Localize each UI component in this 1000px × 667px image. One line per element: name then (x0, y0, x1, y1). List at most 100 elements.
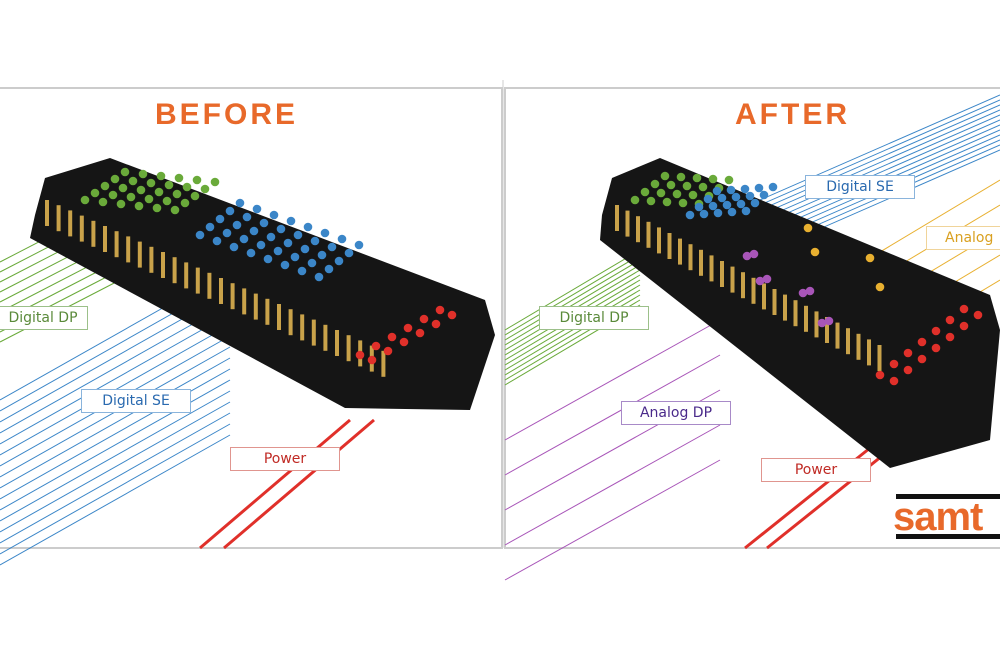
after-label-power: Power (761, 458, 871, 482)
before-pin (219, 278, 223, 304)
digital-dp-contact (656, 188, 666, 198)
digital-se-contact (256, 240, 266, 250)
after-connector (600, 158, 1000, 468)
digital-se-contact (726, 185, 736, 195)
digital-dp-contact (144, 194, 154, 204)
svg-text:samt: samt (893, 495, 983, 539)
before-pin (161, 252, 165, 278)
digital-se-contact (300, 244, 310, 254)
digital-dp-contact (210, 177, 220, 187)
digital-se-trace (0, 401, 231, 533)
digital-se-contact (768, 182, 778, 192)
analog-contact (810, 247, 820, 257)
digital-dp-contact (698, 182, 708, 192)
before-label-digital-dp: Digital DP (0, 306, 88, 330)
digital-se-contact (740, 184, 750, 194)
before-title: BEFORE (155, 98, 299, 131)
power-contact (903, 365, 913, 375)
digital-se-contact (266, 232, 276, 242)
analog-dp-trace (504, 424, 721, 546)
before-pin (114, 231, 119, 258)
digital-se-trace (0, 423, 231, 555)
digital-se-trace (0, 357, 231, 489)
digital-se-trace (759, 104, 1000, 211)
digital-se-trace (0, 379, 231, 511)
before-pin (91, 220, 96, 247)
after-panel-border (504, 87, 1000, 549)
after-label-analog: Analog (926, 226, 1000, 250)
digital-dp-contact (672, 189, 682, 199)
analog-dp-contact (817, 318, 827, 328)
digital-se-contact (307, 258, 317, 268)
digital-se-contact (712, 186, 722, 196)
digital-se-trace (0, 434, 231, 566)
digital-dp-contact (152, 203, 162, 213)
after-pin (772, 289, 777, 315)
after-pin (699, 249, 703, 276)
after-pin (730, 266, 735, 293)
digital-dp-contact (80, 195, 90, 205)
analog-contact (875, 282, 885, 292)
digital-se-contact (694, 202, 704, 212)
digital-dp-contact (154, 187, 164, 197)
digital-dp-contact (708, 174, 718, 184)
digital-se-contact (699, 209, 709, 219)
before-pin (311, 319, 316, 346)
digital-se-contact (727, 207, 737, 217)
before-pin (195, 267, 200, 294)
digital-dp-contact (640, 187, 650, 197)
digital-se-contact (246, 248, 256, 258)
digital-se-contact (215, 214, 225, 224)
before-pin (288, 309, 293, 336)
after-pin (751, 277, 756, 304)
power-contact (917, 337, 927, 347)
digital-dp-contact (688, 190, 698, 200)
digital-dp-contact (650, 179, 660, 189)
after-pin (667, 233, 672, 259)
digital-se-contact (759, 190, 769, 200)
power-contact (415, 328, 425, 338)
digital-se-contact (225, 206, 235, 216)
after-pin (615, 205, 619, 231)
power-contact (387, 332, 397, 342)
before-pin (149, 246, 154, 273)
after-pin (741, 272, 745, 299)
digital-dp-contact (98, 197, 108, 207)
analog-dp-trace (504, 459, 721, 581)
after-pin (636, 216, 640, 243)
digital-se-trace (0, 390, 231, 522)
digital-se-contact (259, 218, 269, 228)
digital-se-contact (741, 206, 751, 216)
after-pin (678, 238, 682, 265)
before-pin (300, 314, 305, 341)
digital-se-contact (344, 248, 354, 258)
power-contact (435, 305, 445, 315)
digital-se-contact (297, 266, 307, 276)
digital-dp-contact (162, 196, 172, 206)
power-trace (223, 418, 375, 550)
power-contact (431, 319, 441, 329)
digital-se-contact (195, 230, 205, 240)
after-pin (709, 255, 714, 282)
digital-se-contact (263, 254, 273, 264)
after-pin (720, 261, 724, 287)
digital-se-contact (269, 210, 279, 220)
analog-dp-contact (805, 286, 815, 296)
power-trace (744, 438, 881, 550)
digital-dp-contact (156, 171, 166, 181)
power-contact (931, 343, 941, 353)
digital-dp-contact (200, 184, 210, 194)
after-pin (825, 317, 829, 343)
digital-se-contact (334, 256, 344, 266)
power-contact (903, 348, 913, 358)
digital-dp-trace (504, 264, 641, 346)
power-contact (945, 315, 955, 325)
before-pin (335, 330, 339, 356)
digital-se-contact (229, 242, 239, 252)
after-label-digital-se: Digital SE (805, 175, 915, 199)
digital-dp-contact (164, 180, 174, 190)
digital-se-contact (242, 212, 252, 222)
digital-se-trace (0, 412, 231, 544)
digital-dp-contact (192, 175, 202, 185)
digital-se-contact (745, 191, 755, 201)
